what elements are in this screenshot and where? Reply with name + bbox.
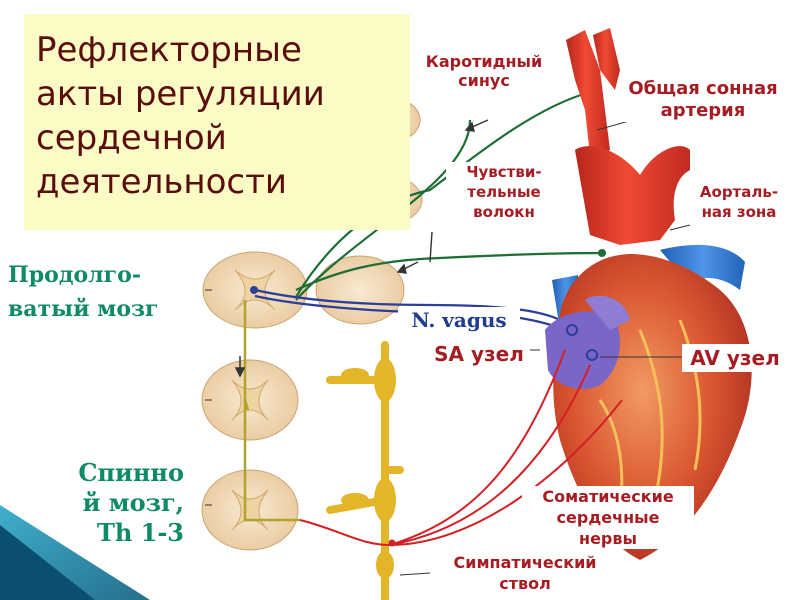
carotid-sinus-line-2: синус (413, 71, 555, 90)
carotid-sinus-label: Каротидный синус (413, 52, 555, 90)
title-box: Рефлекторные акты регуляции сердечной де… (24, 14, 410, 230)
sympathetic-trunk-line-1: Симпатический (430, 552, 620, 573)
aortic-receptor-dot (598, 249, 606, 257)
sensory-fibers-line-3: волокн (446, 202, 562, 222)
spinal-label: Спинно й мозг, Th 1-3 (78, 458, 184, 548)
somatic-nerves-line-2: сердечные (522, 507, 694, 528)
common-carotid-line-2: артерия (618, 100, 788, 122)
sa-node-text: SA узел (428, 340, 530, 368)
spinal-segment-middle (202, 360, 298, 440)
spinal-label-line-2: й мозг, (78, 488, 184, 518)
sympathetic-trunk-label: Симпатический ствол (430, 552, 620, 594)
medulla-label-line-2: ватый мозг (8, 292, 159, 326)
aortic-zone-line-1: Аорталь- (690, 182, 788, 202)
title-line-1: Рефлекторные (36, 28, 400, 72)
medulla-label: Продолго- ватый мозг (8, 258, 159, 326)
sensory-fibers-label: Чувстви- тельные волокн (446, 162, 562, 222)
sensory-fibers-line-2: тельные (446, 182, 562, 202)
medulla-cross-section (203, 252, 404, 328)
somatic-nerves-label: Соматические сердечные нервы (522, 486, 694, 549)
sympathetic-trunk-line-2: ствол (430, 573, 620, 594)
sympathetic-origin-dot (389, 540, 396, 547)
medulla-label-line-1: Продолго- (8, 258, 159, 292)
spinal-segment-bottom (202, 470, 298, 550)
vagus-nucleus-dot (250, 286, 258, 294)
somatic-nerves-line-3: нервы (522, 528, 694, 549)
common-carotid-label: Общая сонная артерия (618, 78, 788, 122)
title-line-2: акты регуляции (36, 72, 400, 116)
aortic-zone-line-2: ная зона (690, 202, 788, 222)
common-carotid-line-1: Общая сонная (618, 78, 788, 100)
title-line-3: сердечной (36, 116, 400, 160)
spinal-label-line-1: Спинно (78, 458, 184, 488)
carotid-sinus-line-1: Каротидный (413, 52, 555, 71)
av-node-text: AV узел (682, 344, 788, 372)
sa-node-label: SA узел (428, 340, 530, 368)
somatic-nerves-line-1: Соматические (522, 486, 694, 507)
av-node-label: AV узел (682, 344, 788, 372)
vagus-label-text: N. vagus (398, 307, 520, 333)
sensory-fibers-line-1: Чувстви- (446, 162, 562, 182)
aortic-zone-label: Аорталь- ная зона (690, 182, 788, 222)
vagus-label: N. vagus (398, 307, 520, 333)
spinal-label-line-3: Th 1-3 (78, 518, 184, 548)
title-line-4: деятельности (36, 160, 400, 204)
